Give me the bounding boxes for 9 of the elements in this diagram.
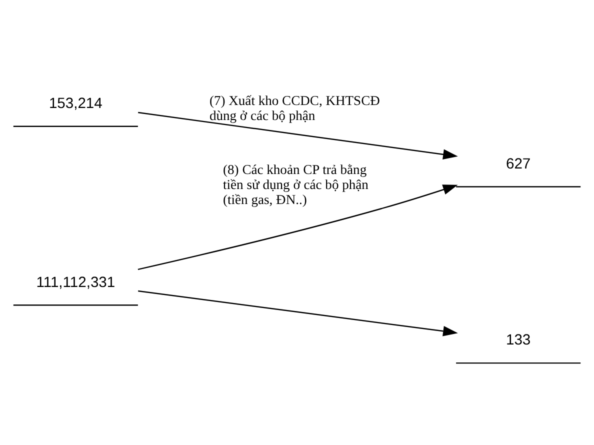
node-text: 627	[506, 156, 531, 172]
node-text: 111,112,331	[36, 274, 116, 291]
edge-label: (8) Các khoản CP trả bằng tiền sử dụng ở các bộ phận (tiền gas, ĐN..)	[223, 162, 368, 207]
arrow	[138, 184, 458, 270]
node-text: 133	[506, 332, 531, 349]
edge-label: (7) Xuất kho CCDC, KHTSCĐ dùng ở các bộ phận	[209, 93, 380, 123]
arrow	[138, 290, 458, 336]
arrow	[138, 112, 458, 160]
node-text: 153,214	[48, 96, 102, 112]
